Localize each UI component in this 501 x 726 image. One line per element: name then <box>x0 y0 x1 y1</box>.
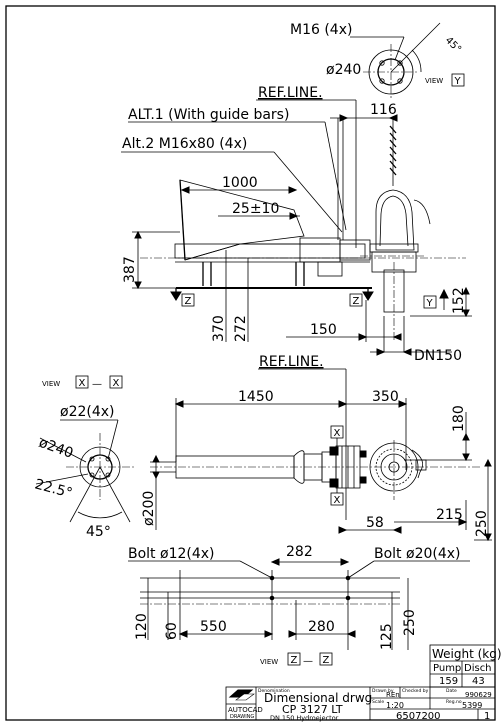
dim-d200: ø200 <box>141 491 157 526</box>
dim-370: 370 <box>211 315 227 342</box>
ref-line-label-mid: REF.LINE. <box>259 354 324 370</box>
reg-no-label: Reg.no <box>446 699 462 705</box>
side-view-y-marker: Y <box>426 298 434 309</box>
checked-by-label: Checked by <box>402 688 429 694</box>
dim-60: 60 <box>164 622 180 640</box>
dim-280: 280 <box>308 619 335 635</box>
weight-disch-value: 43 <box>472 676 485 687</box>
date-value: 990629 <box>465 691 492 699</box>
view-x-title: VIEW <box>42 380 60 388</box>
autocad-label: AUTOCAD <box>228 706 263 714</box>
alt2-label: Alt.2 M16x80 (4x) <box>122 136 247 152</box>
drawing-number: 6507200 <box>396 711 441 722</box>
weight-title: Weight (kg) <box>432 647 501 661</box>
dim-120: 120 <box>134 613 150 640</box>
view-z-letter-a: Z <box>291 655 298 666</box>
detail-x-angle-45: 45° <box>86 524 111 540</box>
ref-line-label-top: REF.LINE. <box>258 85 323 101</box>
view-y-bolt-label: M16 (4x) <box>290 22 352 38</box>
detail-x-bolt-label: ø22(4x) <box>60 404 115 420</box>
bolt20-label: Bolt ø20(4x) <box>374 546 461 562</box>
title-line3: DN 150 Hydroejector <box>270 714 339 722</box>
side-view: Z Z Y 1000 25±10 387 370 272 150 <box>121 85 472 364</box>
view-x-letter-a: X <box>79 378 86 389</box>
dim-1450: 1450 <box>238 389 274 405</box>
weight-table: Weight (kg) Pump Disch 159 43 <box>429 644 501 688</box>
plan-x-upper: X <box>334 428 341 439</box>
view-y-angle-label: 45° <box>443 35 463 55</box>
dim-180: 180 <box>451 405 467 432</box>
scale-value: 1:20 <box>386 701 404 710</box>
bottom-view: Bolt ø12(4x) Bolt ø20(4x) 282 550 280 <box>128 544 470 667</box>
view-y-title: VIEW <box>425 77 443 85</box>
view-x-dash: — <box>92 379 102 390</box>
weight-col-pump: Pump <box>433 663 461 674</box>
side-view-z-right: Z <box>353 296 360 307</box>
view-z-title: VIEW <box>260 658 278 666</box>
denomination-label: Denomination <box>258 688 290 694</box>
dim-387: 387 <box>122 256 138 283</box>
side-view-z-left: Z <box>185 296 192 307</box>
drawn-by-value: REn <box>386 691 400 699</box>
dim-550: 550 <box>200 619 227 635</box>
dim-250-bottom: 250 <box>402 609 418 636</box>
dim-150: 150 <box>310 322 337 338</box>
detail-x-diameter-label: ø240 <box>37 435 76 462</box>
view-z-letter-b: Z <box>323 655 330 666</box>
drawn-by-label: Drawn by <box>372 688 394 694</box>
dim-58: 58 <box>366 515 384 531</box>
title-block: AUTOCAD DRAWING Denomination Dimensional… <box>225 686 496 722</box>
view-y-diameter-label: ø240 <box>326 62 361 78</box>
detail-x-angle-225: 22.5° <box>33 476 74 501</box>
title-line1: Dimensional drwg <box>264 691 372 705</box>
alt1-label: ALT.1 (With guide bars) <box>128 107 289 123</box>
detail-x: ø22(4x) ø240 22.5° 45° <box>33 404 134 540</box>
plan-view: REF.LINE. VIEW X — X 1450 350 180 <box>42 354 492 542</box>
dim-272: 272 <box>233 315 249 342</box>
company-logo <box>228 689 255 701</box>
scale-label: Scale <box>372 699 384 705</box>
drawing-label: DRAWING <box>230 714 254 720</box>
dim-250-right: 250 <box>474 510 490 537</box>
weight-col-disch: Disch <box>464 663 492 674</box>
dim-1000: 1000 <box>222 175 258 191</box>
title-line2: CP 3127 LT <box>282 703 343 716</box>
view-y-letter: Y <box>454 76 462 87</box>
dim-125: 125 <box>379 623 395 650</box>
sheet-number: 1 <box>484 711 490 722</box>
date-label: Date <box>446 688 457 694</box>
plan-x-lower: X <box>334 495 341 506</box>
dim-215: 215 <box>436 507 463 523</box>
dim-25: 25±10 <box>232 201 279 217</box>
dim-152: 152 <box>451 287 467 314</box>
bolt12-label: Bolt ø12(4x) <box>128 546 215 562</box>
view-x-letter-b: X <box>113 378 120 389</box>
reg-no-value: 5399 <box>462 701 482 710</box>
dim-dn150: DN150 <box>414 348 462 364</box>
dim-350: 350 <box>372 389 399 405</box>
view-z-dash: — <box>303 656 313 667</box>
dim-116: 116 <box>370 102 397 118</box>
dim-282: 282 <box>286 544 313 560</box>
weight-pump-value: 159 <box>439 676 458 687</box>
view-y-letter-box <box>451 73 465 87</box>
